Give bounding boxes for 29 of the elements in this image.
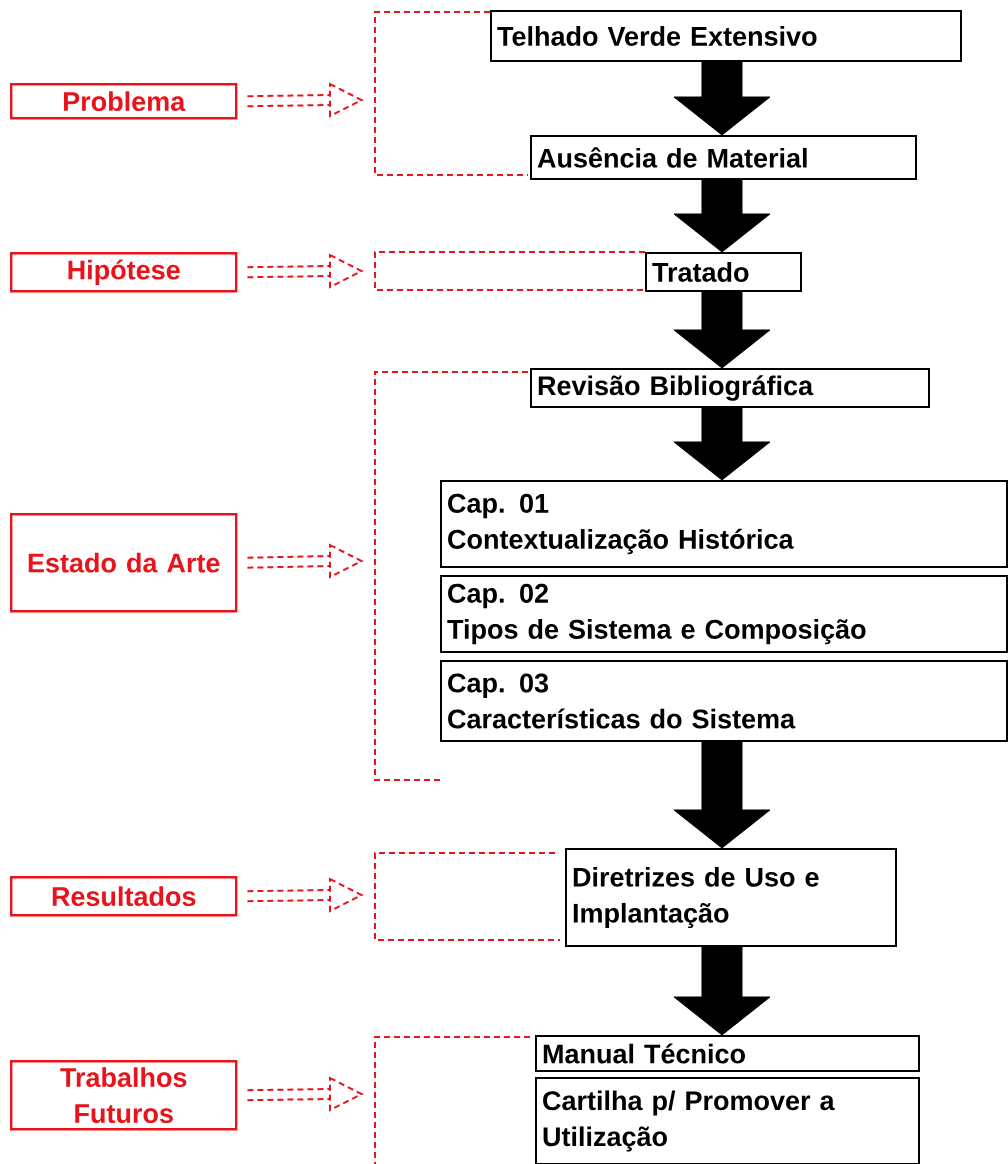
process-box: Tratado [645,252,802,292]
block-arrow [673,946,771,1036]
block-arrow [673,407,771,481]
process-box: Ausência de Material [530,135,917,180]
dashed-arrow [246,83,364,117]
bracket [374,852,561,941]
process-box: Manual Técnico [535,1035,920,1072]
bracket [374,1036,531,1164]
dashed-arrow [246,254,364,288]
dashed-arrow [246,544,364,578]
label-box: Estado da Arte [10,513,238,613]
process-box: Revisão Bibliográfica [530,368,930,408]
process-box: Telhado Verde Extensivo [490,10,962,62]
block-arrow [673,179,771,253]
bracket [374,251,646,291]
process-box: Cap. 03 Características do Sistema [440,660,1008,742]
label-box: Problema [10,83,238,120]
process-box: Cap. 01 Contextualização Histórica [440,480,1008,568]
block-arrow [673,61,771,136]
process-box: Cartilha p/ Promover a Utilização [535,1077,920,1164]
dashed-arrow [246,878,364,912]
label-box: Hipótese [10,252,238,293]
block-arrow [673,291,771,369]
process-box: Diretrizes de Uso e Implantação [565,848,897,947]
label-box: Trabalhos Futuros [10,1060,238,1131]
label-box: Resultados [10,876,238,917]
dashed-arrow [246,1077,364,1111]
process-box: Cap. 02 Tipos de Sistema e Composição [440,575,1008,653]
block-arrow [673,741,771,849]
